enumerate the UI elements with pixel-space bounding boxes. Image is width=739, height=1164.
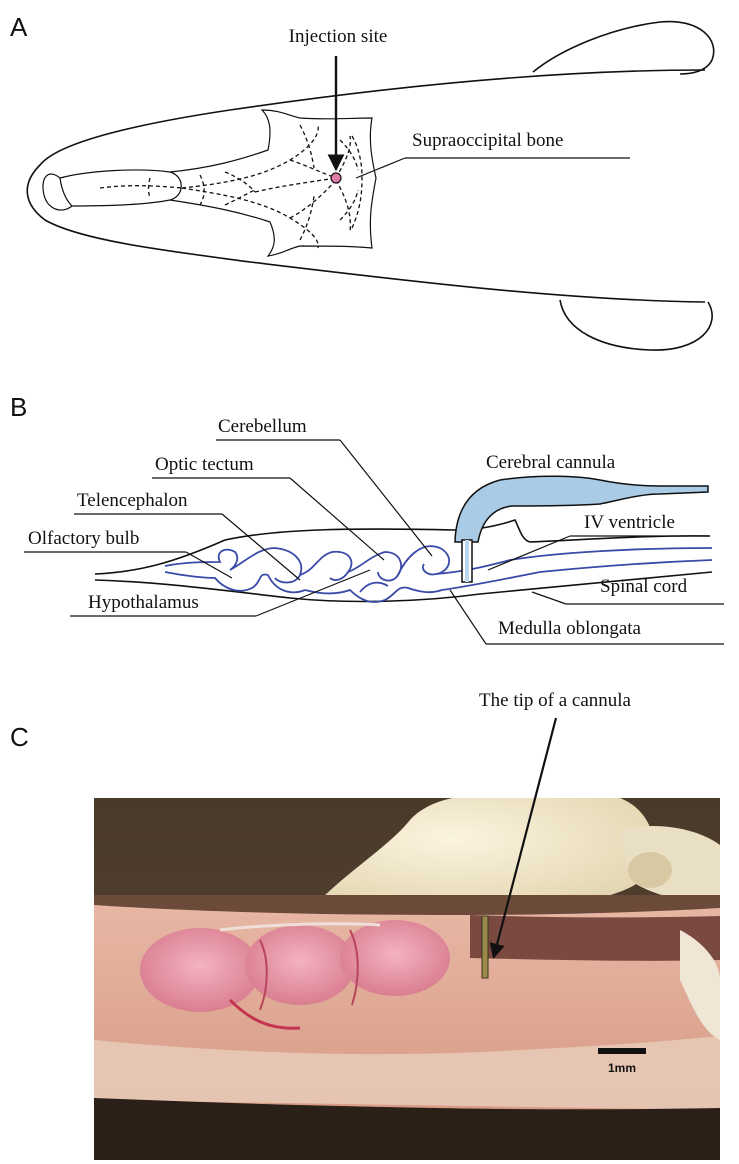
spinal-cord-leader — [532, 592, 566, 604]
dissection-photo — [94, 795, 720, 1160]
cerebellum-label: Cerebellum — [218, 416, 307, 437]
panel-b: B Cerebellum Optic tectum — [10, 392, 724, 644]
panel-c: C — [10, 690, 720, 1160]
telencephalon-leader — [222, 514, 300, 580]
lower-fin — [560, 300, 712, 350]
cerebral-cannula-label: Cerebral cannula — [486, 452, 616, 473]
medulla-leader — [450, 590, 486, 644]
cannula-tip-label: The tip of a cannula — [479, 690, 632, 711]
olfactory-bulb-leader — [186, 552, 232, 578]
spinal-cord-label: Spinal cord — [600, 576, 688, 597]
olfactory-bulb-label: Olfactory bulb — [28, 528, 139, 549]
iv-ventricle-label: IV ventricle — [584, 512, 675, 533]
injection-site-label: Injection site — [289, 26, 388, 47]
panel-a-letter: A — [10, 12, 28, 42]
cerebellum-leader — [340, 440, 432, 556]
optic-tectum-leader — [290, 478, 384, 560]
telencephalon-label: Telencephalon — [77, 490, 188, 511]
scale-bar — [598, 1048, 646, 1054]
panel-a: A — [10, 12, 714, 350]
medulla-oblongata-label: Medulla oblongata — [498, 618, 642, 639]
skull — [60, 110, 376, 256]
injection-site-marker — [331, 173, 341, 183]
snout-outline — [43, 174, 72, 210]
scale-bar-label: 1mm — [608, 1061, 636, 1075]
panel-b-letter: B — [10, 392, 27, 422]
optic-tectum-label: Optic tectum — [155, 454, 254, 475]
supraoccipital-leader — [356, 158, 405, 178]
supraoccipital-label: Supraoccipital bone — [412, 130, 563, 151]
panel-c-letter: C — [10, 722, 29, 752]
upper-fin — [533, 22, 714, 74]
hypothalamus-label: Hypothalamus — [88, 592, 199, 613]
